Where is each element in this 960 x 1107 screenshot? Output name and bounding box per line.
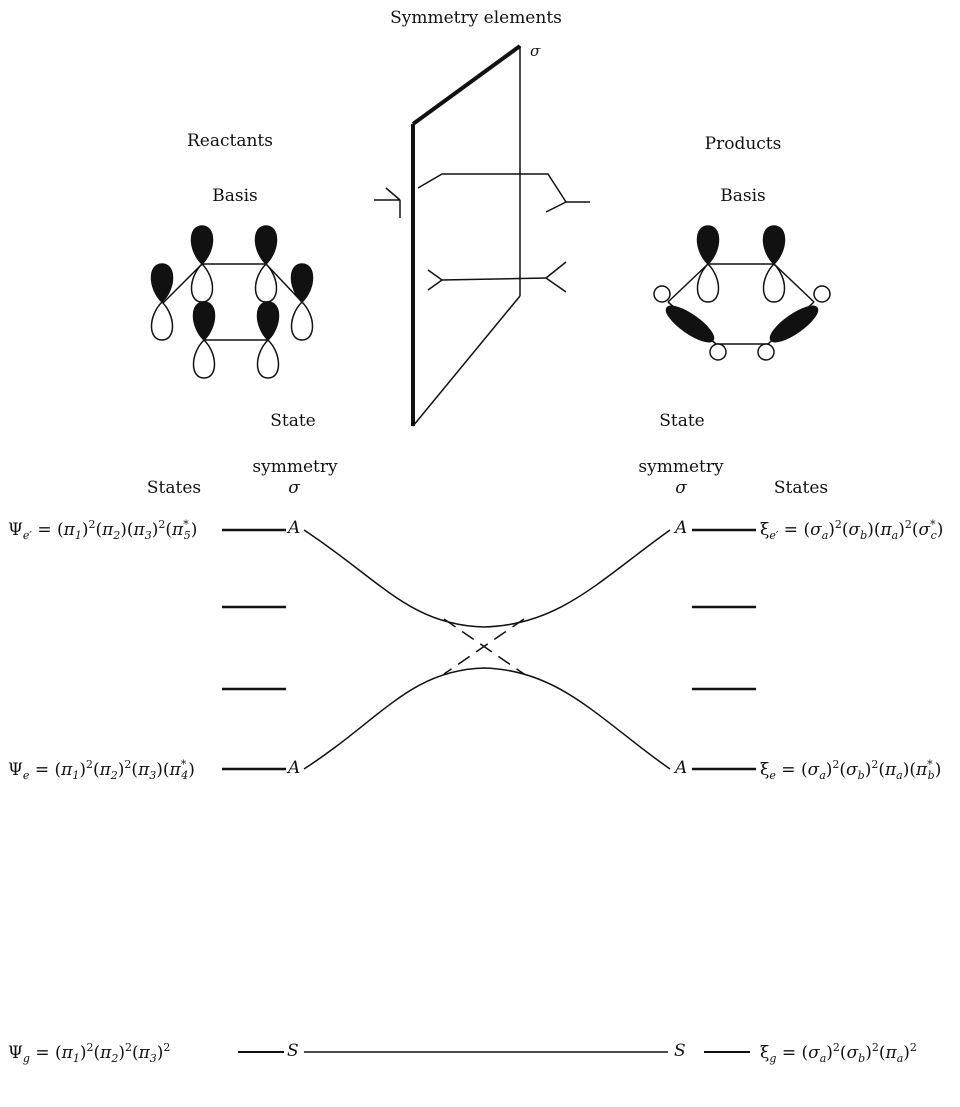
- symmetry-elements-title: Symmetry elements: [390, 8, 562, 28]
- product-states-header: States: [773, 478, 829, 498]
- reactant-sigma-column: σ: [288, 478, 300, 498]
- energy-levels: [222, 528, 756, 1053]
- product-basis-orbitals: [653, 225, 831, 361]
- psi-e-prime-equation: Ψe′ = (π1)2(π2)(π3)2(π*5): [8, 518, 198, 542]
- xi-g-equation: ξg = (σa)2(σb)2(πa)2: [760, 1041, 917, 1065]
- products-basis-label: Basis: [720, 186, 766, 206]
- reactant-state-label: State: [270, 411, 316, 431]
- psi-g-equation: Ψg = (π1)2(π2)2(π3)2: [8, 1041, 171, 1065]
- product-symmetry-label: symmetry: [638, 457, 724, 477]
- product-sigma-column: σ: [675, 478, 687, 498]
- mirror-plane: [374, 44, 590, 427]
- right-mid-symmetry: A: [675, 758, 688, 778]
- left-mid-symmetry: A: [288, 758, 301, 778]
- left-top-symmetry: A: [288, 518, 301, 538]
- correlation-lines: [303, 529, 671, 1053]
- products-label: Products: [704, 134, 782, 154]
- reactant-basis-orbitals: [150, 225, 314, 379]
- reactant-states-header: States: [146, 478, 202, 498]
- xi-e-prime-equation: ξe′ = (σa)2(σb)(πa)2(σ*c): [760, 518, 944, 542]
- xi-e-equation: ξe = (σa)2(σb)2(πa)(π*b): [760, 758, 942, 782]
- right-ground-symmetry: S: [674, 1041, 686, 1061]
- reactant-symmetry-label: symmetry: [252, 457, 338, 477]
- reactants-label: Reactants: [187, 131, 273, 151]
- psi-e-equation: Ψe = (π1)2(π2)2(π3)(π*4): [8, 758, 195, 782]
- right-top-symmetry: A: [675, 518, 688, 538]
- reactants-basis-label: Basis: [212, 186, 258, 206]
- left-ground-symmetry: S: [287, 1041, 299, 1061]
- sigma-plane-label: σ: [530, 42, 541, 60]
- product-state-label: State: [659, 411, 705, 431]
